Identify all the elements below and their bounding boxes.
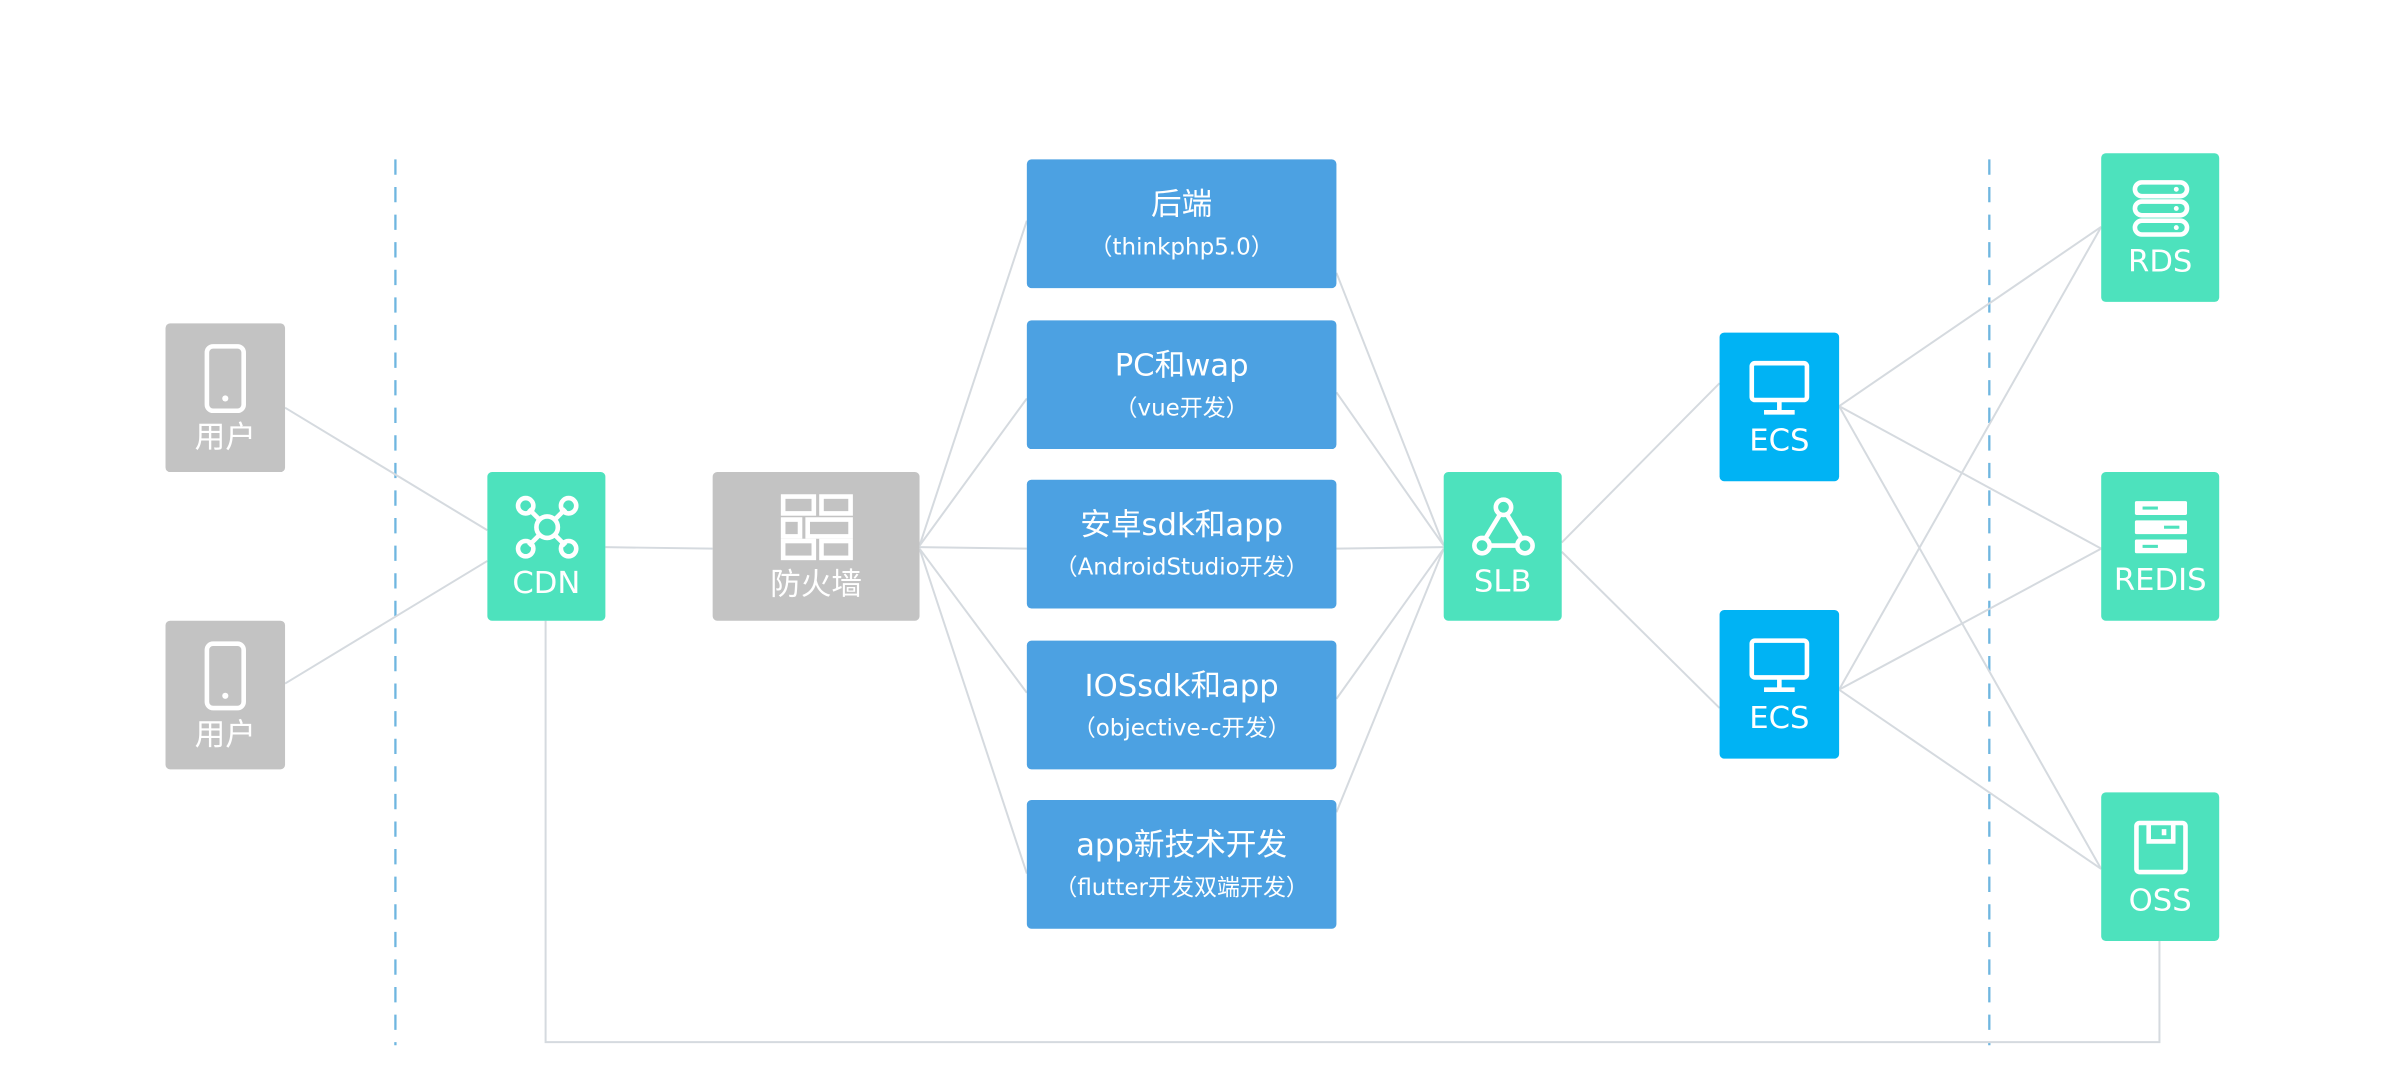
cdn-label: CDN: [512, 563, 581, 601]
line-firewall-svc3: [919, 546, 1027, 550]
service-title: PC和wap: [1114, 346, 1249, 384]
line-ecs2-oss: [1838, 688, 2102, 870]
user-node[interactable]: 用户: [165, 620, 286, 770]
service-title: app新技术开发: [1076, 826, 1288, 863]
slb-node[interactable]: SLB: [1443, 472, 1562, 621]
line-slb-ecs2: [1561, 551, 1721, 709]
user-label: 用户: [194, 417, 256, 455]
firewall-node[interactable]: 防火墙: [712, 472, 920, 621]
mobile-phone-icon: [204, 343, 246, 413]
service-subtitle: （AndroidStudio开发）: [1054, 553, 1309, 581]
line-ecs2-redis: [1838, 547, 2102, 691]
line-svc1-slb: [1335, 272, 1445, 546]
mobile-phone-icon: [204, 640, 246, 710]
line-user1-cdn: [284, 406, 488, 532]
line-svc5-slb: [1335, 548, 1445, 813]
line-user2-cdn: [284, 560, 488, 685]
ecs-label: ECS: [1749, 420, 1810, 458]
service-subtitle: （vue开发）: [1114, 393, 1249, 422]
service-subtitle: （thinkphp5.0）: [1089, 232, 1274, 261]
line-ecs2-rds: [1838, 226, 2103, 691]
line-cdn-oss: [544, 620, 2161, 1044]
service-title: 安卓sdk和app: [1080, 505, 1284, 543]
line-firewall-svc1: [918, 220, 1028, 546]
oss-node[interactable]: OSS: [2101, 792, 2220, 942]
monitor-icon: [1749, 360, 1810, 414]
oss-label: OSS: [2128, 880, 2192, 918]
line-firewall-svc5: [918, 548, 1028, 874]
monitor-icon: [1749, 637, 1810, 692]
load-balancer-triangle-icon: [1471, 496, 1535, 555]
line-ecs1-redis: [1838, 405, 2102, 550]
slb-label: SLB: [1473, 561, 1532, 599]
service-title: IOSsdk和app: [1084, 666, 1279, 704]
ecs-node[interactable]: ECS: [1719, 609, 1840, 759]
redis-label: REDIS: [2113, 560, 2207, 597]
database-stack-icon: [2131, 179, 2189, 237]
service-title: 后端: [1150, 185, 1213, 223]
server-rack-icon: [2134, 500, 2187, 553]
line-svc3-slb: [1336, 546, 1444, 550]
user-label: 用户: [194, 714, 256, 752]
redis-node[interactable]: REDIS: [2101, 472, 2220, 621]
cdn-node[interactable]: CDN: [487, 472, 606, 621]
floppy-disk-icon: [2133, 819, 2188, 874]
user-node[interactable]: 用户: [165, 323, 286, 473]
ecs-node[interactable]: ECS: [1719, 332, 1840, 482]
rds-node[interactable]: RDS: [2101, 153, 2220, 302]
service-subtitle: （flutter开发双端开发）: [1054, 873, 1309, 902]
brick-wall-icon: [780, 493, 853, 560]
line-ecs1-rds: [1838, 226, 2102, 407]
line-firewall-svc4: [918, 548, 1028, 694]
service-node-backend[interactable]: 后端 （thinkphp5.0）: [1026, 159, 1337, 289]
service-node-pc-wap[interactable]: PC和wap （vue开发）: [1026, 320, 1337, 450]
network-hub-icon: [514, 495, 578, 558]
ecs-label: ECS: [1749, 698, 1810, 735]
line-slb-ecs1: [1561, 382, 1721, 544]
service-node-flutter[interactable]: app新技术开发 （flutter开发双端开发）: [1026, 800, 1337, 929]
line-svc2-slb: [1335, 391, 1445, 547]
rds-label: RDS: [2128, 241, 2193, 279]
service-subtitle: （objective-c开发）: [1072, 714, 1291, 742]
service-node-android[interactable]: 安卓sdk和app （AndroidStudio开发）: [1026, 479, 1337, 609]
line-firewall-svc2: [918, 397, 1028, 547]
line-cdn-firewall: [605, 546, 713, 550]
line-svc4-slb: [1335, 548, 1445, 700]
line-ecs1-oss: [1838, 405, 2103, 870]
firewall-label: 防火墙: [770, 564, 863, 602]
service-node-ios[interactable]: IOSsdk和app （objective-c开发）: [1026, 640, 1337, 770]
